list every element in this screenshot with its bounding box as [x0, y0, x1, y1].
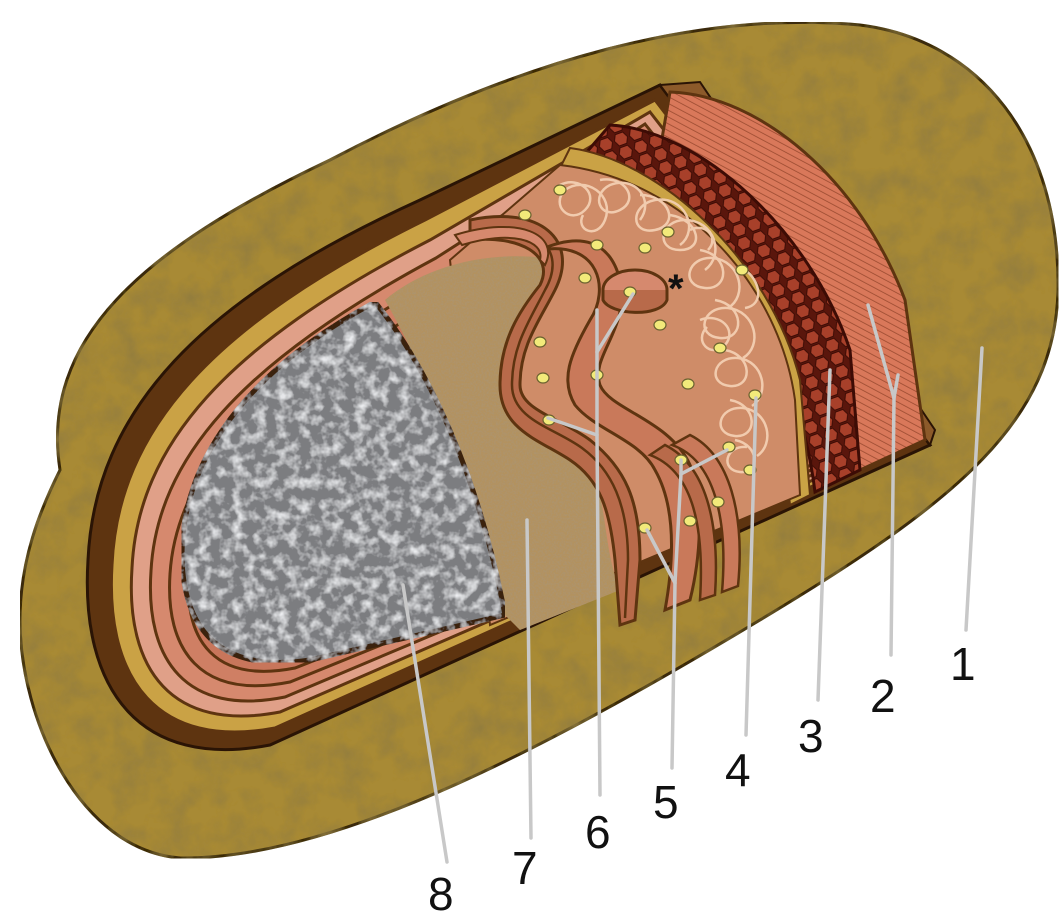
granule	[654, 320, 666, 330]
granule	[591, 240, 603, 250]
asterisk-marker: *	[668, 267, 684, 311]
label-6: 6	[585, 806, 611, 858]
granule	[579, 273, 591, 283]
granule	[736, 265, 748, 275]
oval-organelle: *	[603, 267, 684, 312]
granule	[519, 210, 531, 220]
label-4: 4	[725, 744, 751, 796]
granule	[534, 337, 546, 347]
granule	[554, 185, 566, 195]
label-3: 3	[798, 710, 824, 762]
granule	[624, 287, 636, 297]
label-5: 5	[653, 776, 679, 828]
granule	[682, 379, 694, 389]
granule	[714, 343, 726, 353]
label-7: 7	[512, 842, 538, 894]
granule	[537, 373, 549, 383]
granule	[684, 516, 696, 526]
label-8: 8	[428, 868, 454, 915]
granule	[712, 497, 724, 507]
label-1: 1	[950, 638, 976, 690]
granule	[662, 227, 674, 237]
label-2: 2	[870, 670, 896, 722]
granule	[639, 243, 651, 253]
